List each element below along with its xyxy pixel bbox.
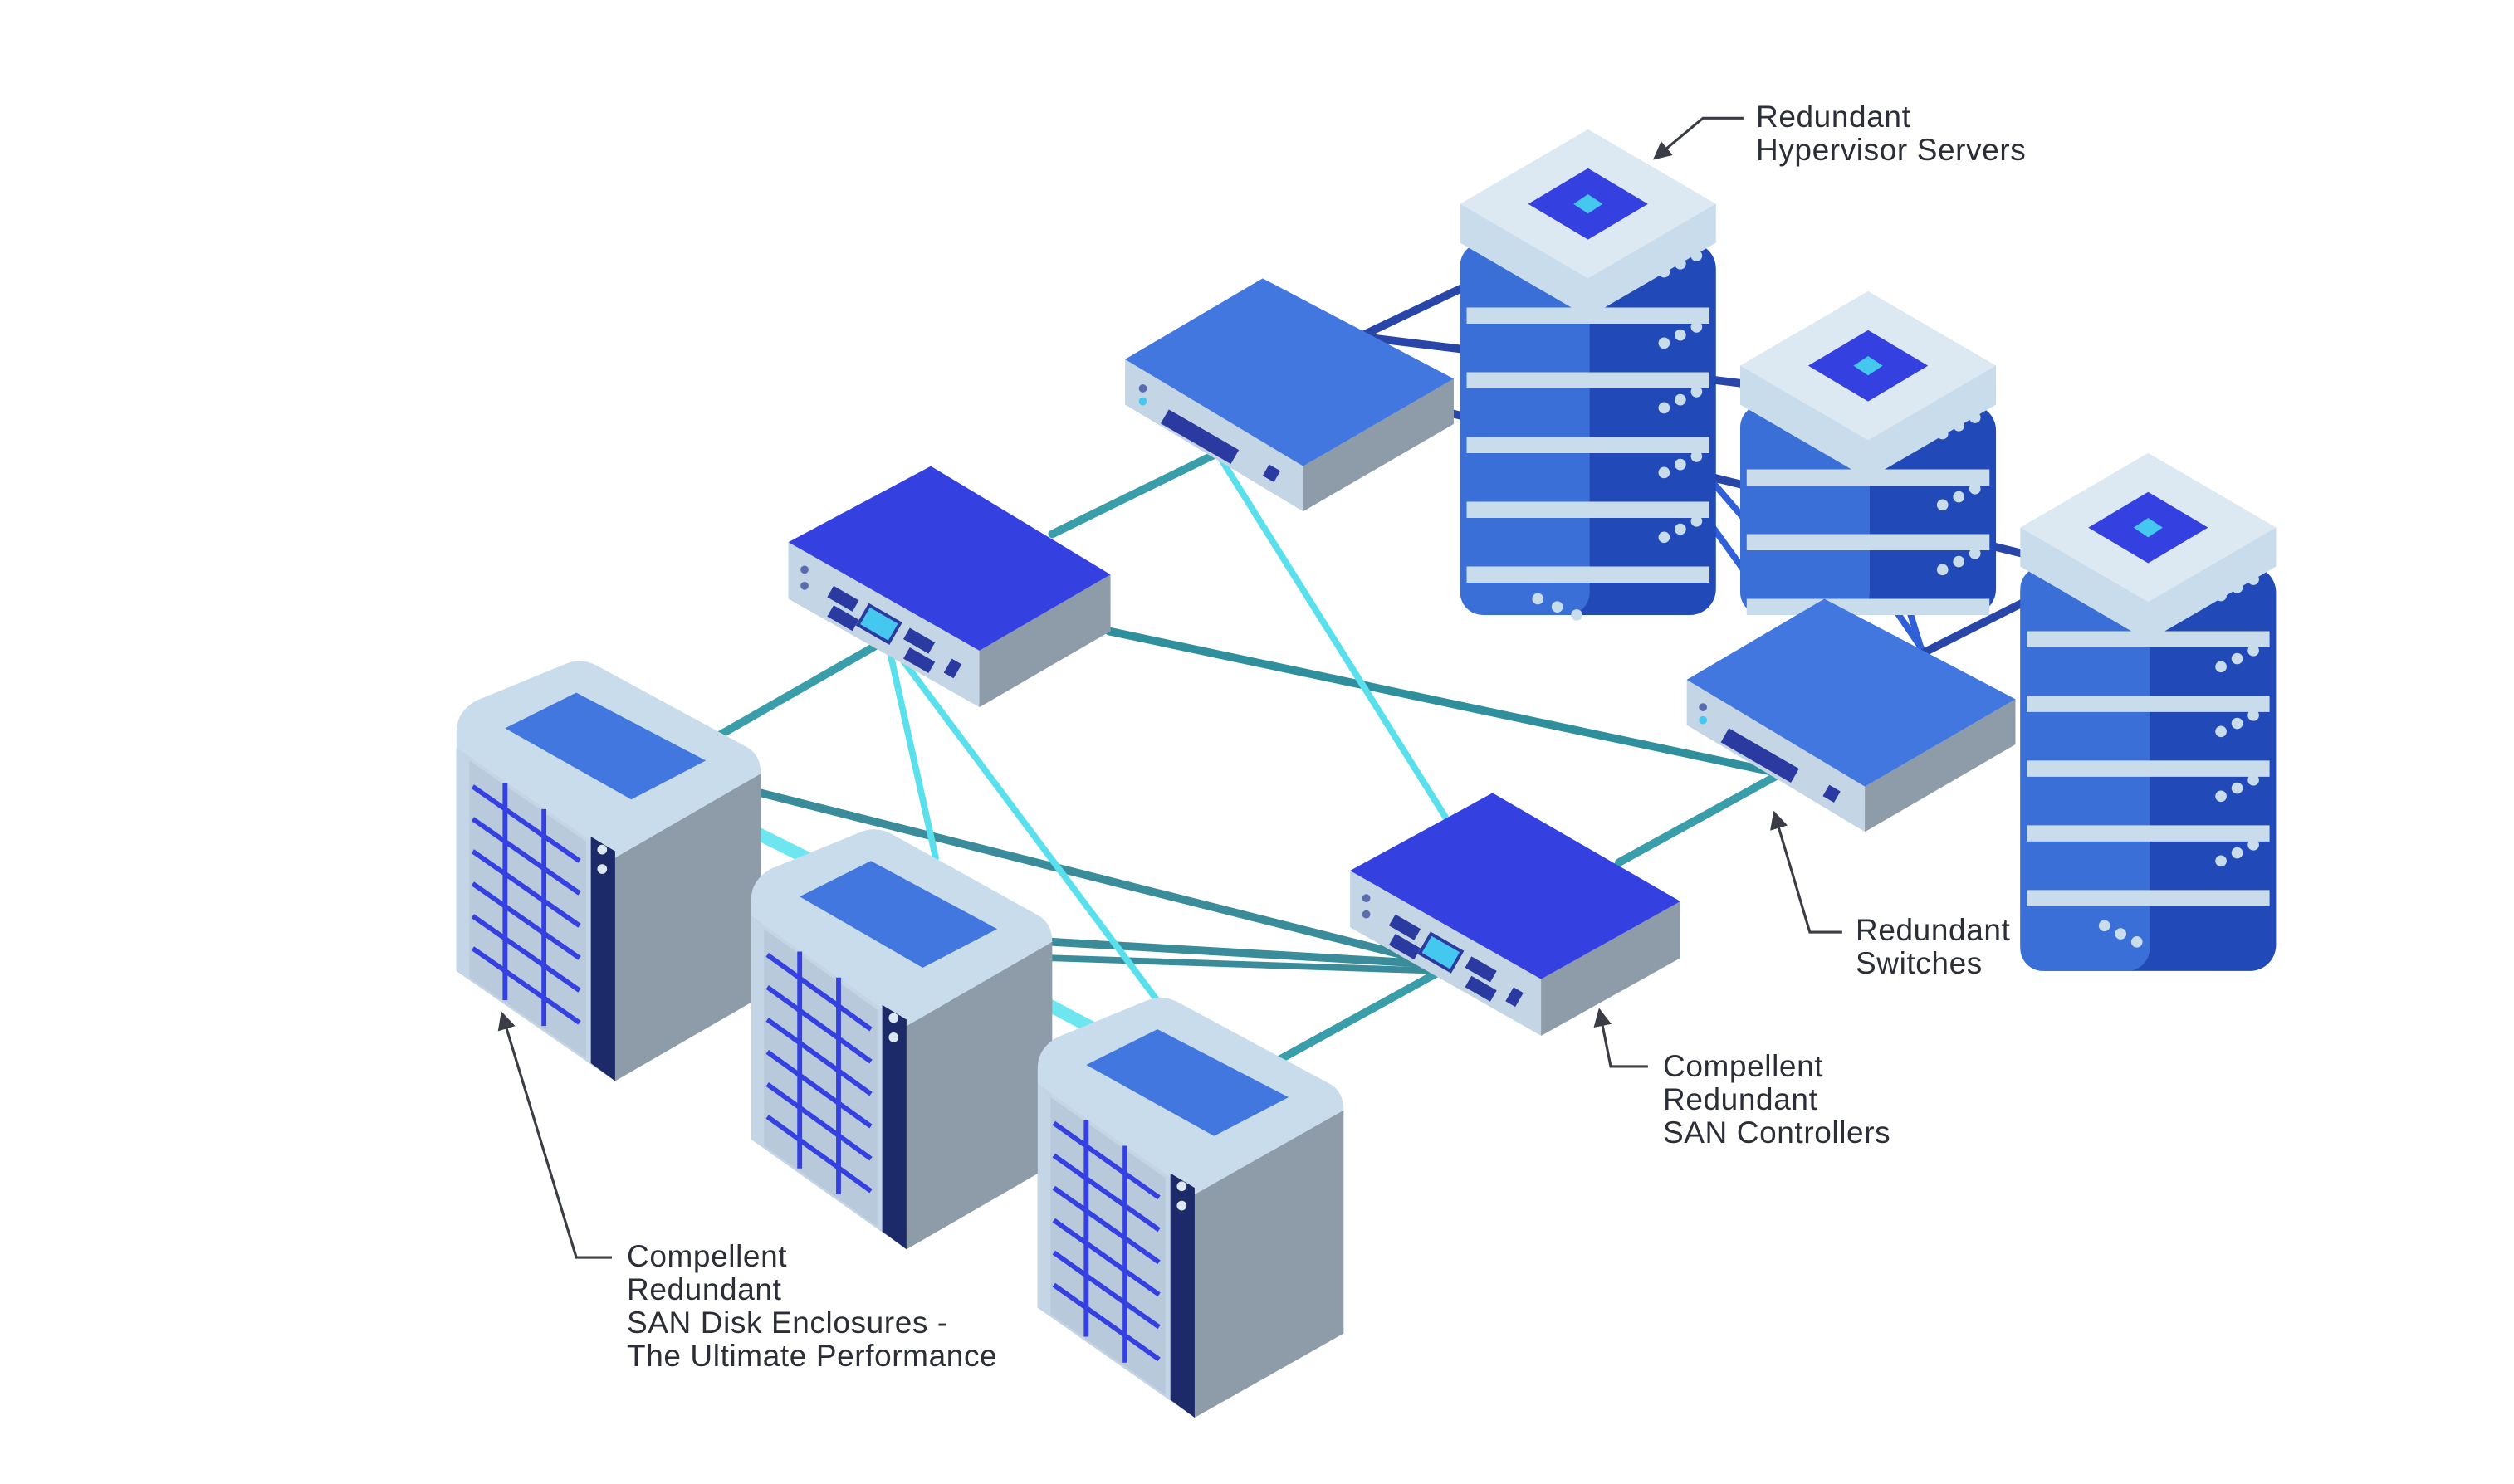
label-line: Compellent	[627, 1239, 788, 1273]
label-line: Switches	[1856, 946, 1983, 980]
cable-link	[1049, 954, 1445, 974]
label-hypervisor-servers: Redundant Hypervisor Servers	[1756, 100, 2026, 167]
label-line: SAN Controllers	[1663, 1115, 1891, 1150]
hypervisor-server-2	[1740, 290, 1997, 615]
disk-enclosure-3	[1037, 997, 1344, 1418]
switch-top	[1125, 278, 1454, 512]
label-line: Redundant	[1663, 1082, 1818, 1116]
label-disk-enclosures: Compellent Redundant SAN Disk Enclosures…	[627, 1240, 997, 1373]
label-line: The Ultimate Performance	[627, 1339, 998, 1373]
label-san-controllers: Compellent Redundant SAN Controllers	[1663, 1050, 1890, 1150]
leader-switches	[1770, 810, 1842, 934]
disk-enclosure-1	[456, 661, 761, 1081]
label-line: Redundant	[1856, 913, 2011, 947]
hypervisor-server-3	[2020, 452, 2277, 971]
cable-link	[705, 635, 892, 745]
san-controller-top	[788, 466, 1111, 708]
cable-link	[883, 636, 939, 862]
label-line: Redundant	[627, 1272, 782, 1306]
label-line: Compellent	[1663, 1049, 1824, 1083]
cable-link	[1274, 967, 1445, 1065]
cable-link	[1048, 449, 1222, 539]
san-controller-bottom	[1350, 793, 1680, 1036]
leader-hypervisor	[1652, 116, 1744, 160]
cable-link	[1614, 769, 1785, 867]
leader-enclosures	[497, 1011, 613, 1259]
cable-link	[1104, 627, 1785, 778]
label-line: Hypervisor Servers	[1756, 133, 2027, 167]
callout-leader-lines	[497, 116, 1842, 1259]
switch-right	[1686, 598, 2016, 832]
hypervisor-server-1	[1460, 129, 1716, 621]
cable-link	[1214, 450, 1450, 821]
leader-controllers	[1593, 1008, 1648, 1068]
cable-link	[756, 788, 1445, 969]
label-line: SAN Disk Enclosures -	[627, 1306, 948, 1340]
disk-enclosure-2	[751, 829, 1053, 1250]
label-redundant-switches: Redundant Switches	[1856, 914, 2010, 980]
cable-link	[883, 636, 1169, 1015]
label-line: Redundant	[1756, 100, 1911, 134]
